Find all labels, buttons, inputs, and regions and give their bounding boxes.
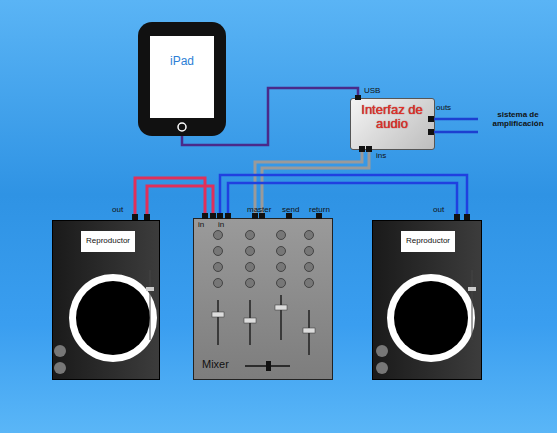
- knob: [214, 279, 223, 288]
- mixer-knobs: [214, 231, 314, 288]
- port-label: send: [282, 206, 299, 215]
- fader: [275, 305, 287, 310]
- port-label: master: [247, 206, 271, 215]
- knob: [305, 263, 314, 272]
- knob: [246, 263, 255, 272]
- knob: [214, 247, 223, 256]
- port-label: outs: [436, 104, 451, 113]
- fader: [244, 318, 256, 323]
- pitch-knob: [468, 287, 476, 291]
- port-label: in: [198, 221, 204, 230]
- home-button: [178, 123, 186, 131]
- port-label: sistema de amplificación: [481, 111, 555, 129]
- cable-line: [147, 186, 213, 220]
- output-cable: [434, 131, 478, 134]
- jack: [355, 95, 361, 100]
- cable-line: [220, 175, 467, 220]
- jack: [202, 213, 208, 219]
- button: [376, 345, 388, 357]
- port-label: out: [112, 206, 123, 215]
- output-cable: [434, 118, 478, 121]
- button: [376, 362, 388, 374]
- pitch-slider: [472, 270, 473, 340]
- jack: [366, 146, 372, 152]
- jack: [428, 129, 434, 135]
- ipad-screen: [150, 36, 214, 118]
- cable: [135, 178, 213, 220]
- port-label: USB: [364, 87, 380, 96]
- platter-ring: [387, 274, 475, 362]
- pitch-slider: [150, 270, 151, 340]
- platter: [76, 281, 150, 355]
- platter: [394, 281, 468, 355]
- jack: [225, 213, 231, 219]
- button: [54, 362, 66, 374]
- knob: [214, 231, 223, 240]
- jack: [217, 213, 223, 219]
- knob: [277, 247, 286, 256]
- knob: [277, 263, 286, 272]
- port-label: ins: [376, 152, 386, 161]
- audio-interface: Interfaz de audio: [350, 98, 435, 150]
- knob: [246, 279, 255, 288]
- cable: [220, 175, 467, 220]
- knob: [246, 231, 255, 240]
- fader: [212, 312, 224, 317]
- port-label: out: [433, 206, 444, 215]
- node-label: Reproductor: [401, 231, 455, 252]
- jack: [210, 213, 216, 219]
- jack: [359, 146, 365, 152]
- fader-tracks: [218, 295, 309, 355]
- pitch-knob: [146, 287, 154, 291]
- knob: [305, 231, 314, 240]
- button: [54, 345, 66, 357]
- jack: [454, 214, 460, 220]
- jack: [428, 116, 434, 122]
- knob: [246, 247, 255, 256]
- jack: [464, 214, 470, 220]
- node-label: Mixer: [202, 358, 229, 370]
- fader: [303, 328, 315, 333]
- node-label: iPad: [150, 55, 214, 68]
- jack: [144, 214, 150, 220]
- knob: [305, 247, 314, 256]
- knob: [277, 231, 286, 240]
- platter-ring: [69, 274, 157, 362]
- knob: [277, 279, 286, 288]
- port-label: return: [309, 206, 330, 215]
- jack: [132, 214, 138, 220]
- mixer: Mixer: [193, 218, 333, 380]
- cable-line: [228, 183, 457, 220]
- crossfader: [266, 361, 271, 371]
- node-label: Reproductor: [81, 231, 135, 252]
- node-label: Interfaz de audio: [353, 103, 431, 132]
- port-label: in: [218, 221, 224, 230]
- knob: [214, 263, 223, 272]
- knob: [305, 279, 314, 288]
